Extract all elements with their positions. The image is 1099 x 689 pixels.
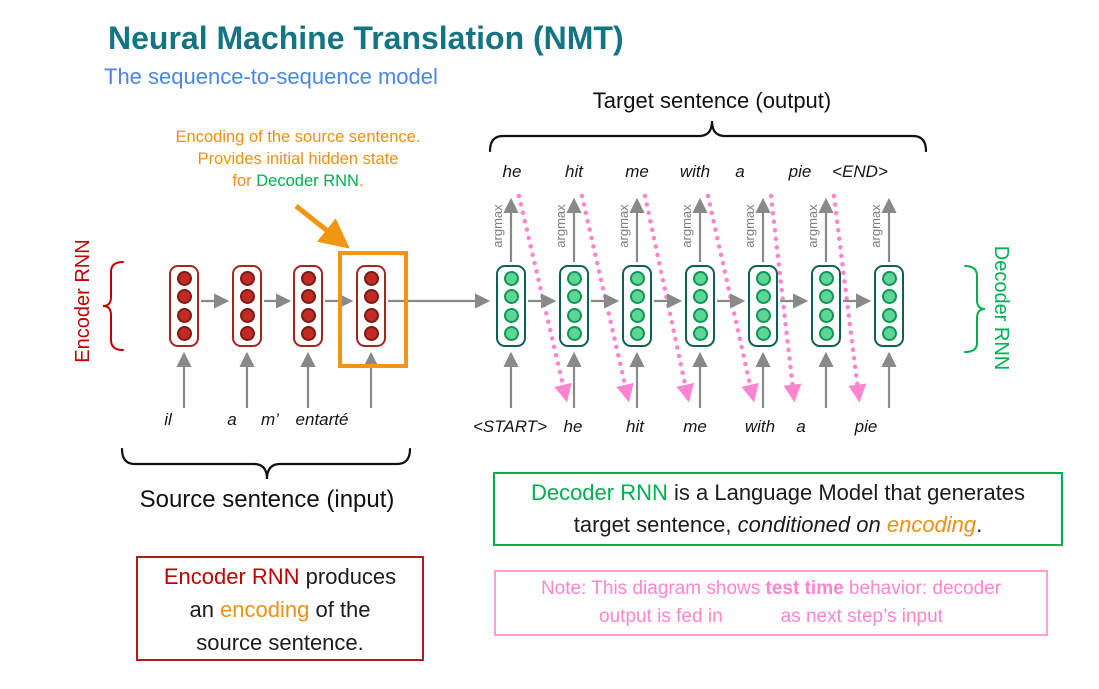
decoder-cell-2 bbox=[559, 265, 589, 347]
source-word-a: a bbox=[227, 410, 237, 429]
argmax-label-6: argmax bbox=[805, 204, 820, 248]
argmax-label-4: argmax bbox=[679, 204, 694, 248]
encoder-brace bbox=[102, 261, 124, 351]
encoding-highlight-word-2: encoding bbox=[886, 512, 977, 537]
test-time-bold: test time bbox=[765, 578, 844, 599]
encoding-annotation-arrow bbox=[294, 204, 350, 249]
output-word-he: he bbox=[502, 162, 522, 181]
argmax-label-3: argmax bbox=[616, 204, 631, 248]
encoder-cell-3 bbox=[293, 265, 323, 347]
decoder-rnn-label: Decoder RNN bbox=[990, 245, 1012, 371]
output-word-me: me bbox=[625, 162, 649, 181]
annotation-line3: for Decoder RNN. bbox=[232, 172, 364, 190]
encoder-rnn-label: Encoder RNN bbox=[72, 239, 94, 363]
encoder-cell-4 bbox=[356, 265, 386, 347]
decoder-cell-1 bbox=[496, 265, 526, 347]
decoder-callout-highlight: Decoder RNN bbox=[530, 480, 668, 505]
encoding-highlight-word: encoding bbox=[220, 597, 310, 622]
argmax-label-2: argmax bbox=[553, 204, 568, 248]
source-word-m: m’ bbox=[261, 410, 279, 429]
input-word-with: with bbox=[744, 417, 776, 436]
input-word-he: he bbox=[563, 417, 583, 436]
decoder-cell-5 bbox=[748, 265, 778, 347]
source-sentence-label: Source sentence (input) bbox=[139, 486, 395, 513]
annotation-line2: Provides initial hidden state bbox=[197, 150, 399, 168]
annotation-line1: Encoding of the source sentence. bbox=[175, 128, 421, 146]
source-word-il: il bbox=[164, 410, 172, 429]
encoder-callout-box: Encoder RNN produces an encoding of the … bbox=[136, 556, 424, 661]
input-word-a: a bbox=[796, 417, 806, 436]
argmax-label-5: argmax bbox=[742, 204, 757, 248]
test-time-note-box: Note: This diagram shows test time behav… bbox=[494, 570, 1048, 636]
input-word-start-token: <START> bbox=[472, 417, 547, 436]
output-word-hit: hit bbox=[565, 162, 583, 181]
encoder-cell-1 bbox=[169, 265, 199, 347]
page-title: Neural Machine Translation (NMT) bbox=[108, 20, 624, 56]
page-subtitle: The sequence-to-sequence model bbox=[104, 64, 438, 89]
input-word-pie: pie bbox=[854, 417, 878, 436]
encoding-highlight-box bbox=[338, 251, 408, 368]
decoder-cell-7 bbox=[874, 265, 904, 347]
input-word-me: me bbox=[683, 417, 707, 436]
input-word-hit: hit bbox=[626, 417, 644, 436]
target-sentence-brace bbox=[488, 120, 928, 153]
source-sentence-brace bbox=[120, 447, 412, 480]
annotation-decoder-rnn: Decoder RNN bbox=[256, 172, 359, 190]
decoder-cell-3 bbox=[622, 265, 652, 347]
output-word-end-token: <END> bbox=[832, 162, 888, 181]
target-sentence-label: Target sentence (output) bbox=[592, 88, 832, 113]
argmax-label-1: argmax bbox=[490, 204, 505, 248]
argmax-label-7: argmax bbox=[868, 204, 883, 248]
rnn-arrows bbox=[176, 197, 897, 408]
output-word-with: with bbox=[679, 162, 711, 181]
decoder-brace bbox=[964, 265, 986, 353]
decoder-callout-box: Decoder RNN is a Language Model that gen… bbox=[493, 472, 1063, 546]
output-word-pie: pie bbox=[788, 162, 812, 181]
source-word-entarte: entarté bbox=[295, 410, 349, 429]
output-word-a: a bbox=[735, 162, 745, 181]
encoder-callout-highlight: Encoder RNN bbox=[163, 564, 300, 589]
decoder-cell-4 bbox=[685, 265, 715, 347]
encoding-annotation: Encoding of the source sentence. Provide… bbox=[148, 126, 448, 192]
decoder-cell-6 bbox=[811, 265, 841, 347]
encoder-cell-2 bbox=[232, 265, 262, 347]
